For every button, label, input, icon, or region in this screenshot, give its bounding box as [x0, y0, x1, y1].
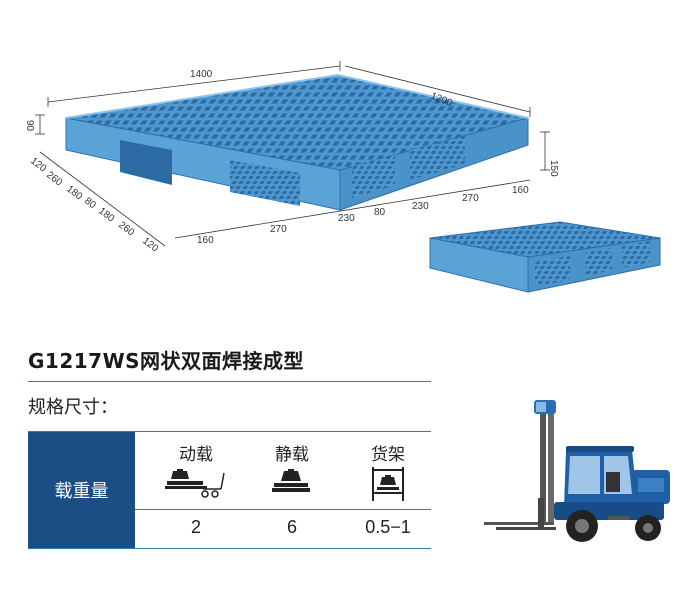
table-top-divider: [28, 431, 431, 432]
front-segment-7: 160: [512, 185, 529, 196]
product-title: G1217WS网状双面焊接成型: [28, 349, 305, 373]
front-segment-6: 270: [462, 193, 479, 204]
load-capacity-table: 载重量 动载 静载 货架 2 6 0.5−1: [28, 431, 431, 549]
title-divider: [28, 381, 431, 382]
deck-height-dimension: 90: [24, 120, 35, 132]
secondary-pallet: [429, 221, 661, 293]
load-capacity-header: 载重量: [28, 432, 135, 548]
front-segment-1: 160: [197, 235, 214, 246]
table-bottom-divider: [28, 548, 431, 549]
length-dimension: 1400: [190, 69, 213, 80]
front-segment-5: 230: [412, 201, 429, 212]
side-segment-3: 180: [64, 184, 84, 203]
spec-label: 规格尺寸：: [28, 397, 118, 418]
front-segment-3: 230: [338, 213, 355, 224]
dynamic-load-label: 动载: [179, 445, 213, 465]
dimension-lines: [35, 61, 550, 247]
side-segment-1: 120: [28, 156, 48, 175]
rack-load-icon: [372, 467, 404, 501]
table-middle-divider: [135, 509, 431, 510]
pallet-technical-drawing: 1400 1200 150 90 160 270 230 80 230 270 …: [24, 61, 661, 293]
forklift-illustration: [484, 400, 670, 542]
static-load-icon: [272, 469, 310, 492]
rack-load-value: 0.5−1: [365, 517, 411, 537]
front-segment-labels: 160 270 230 80 230 270 160: [197, 185, 529, 246]
static-load-value: 6: [286, 517, 297, 537]
side-segment-4: 80: [82, 196, 98, 212]
dynamic-load-icon: [165, 469, 225, 498]
total-height-dimension: 150: [548, 160, 559, 177]
side-segment-2: 260: [44, 170, 64, 189]
front-segment-2: 270: [270, 224, 287, 235]
side-segment-5: 180: [96, 206, 116, 225]
front-segment-4: 80: [374, 207, 386, 218]
static-load-label: 静载: [275, 445, 309, 465]
dynamic-load-value: 2: [190, 517, 201, 537]
rack-load-label: 货架: [371, 445, 405, 465]
main-pallet: [65, 73, 529, 211]
side-segment-7: 120: [140, 236, 160, 255]
